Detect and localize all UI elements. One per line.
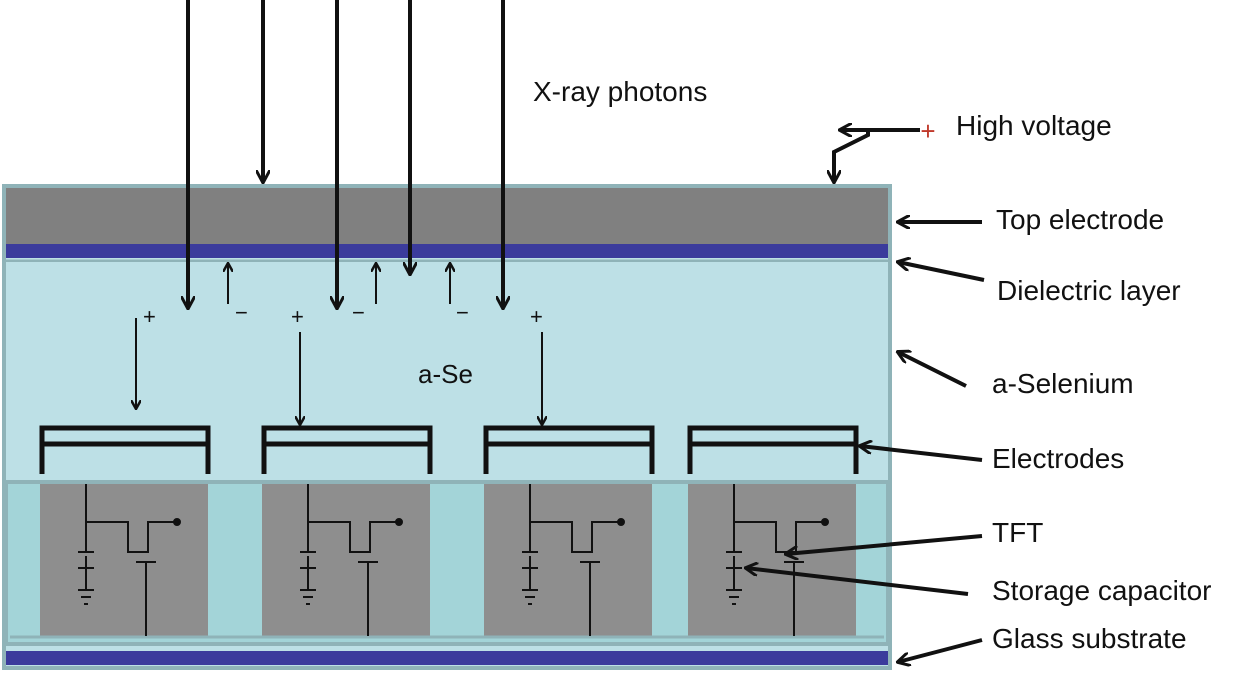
- pointer-dielectric: [898, 262, 985, 282]
- pointer-tft: [786, 534, 983, 554]
- a-se-label: a-Se: [418, 359, 473, 389]
- electron-arrows: [228, 264, 450, 304]
- top-electrode-label: Top electrode: [996, 204, 1165, 235]
- pointer-glass-substrate: [898, 638, 983, 662]
- glass-substrate-label: Glass substrate: [992, 623, 1187, 654]
- pixel-block-3: [484, 484, 652, 636]
- circuit-3: [522, 484, 625, 636]
- hv-plus-sign: +: [920, 116, 935, 146]
- pointer-electrodes: [860, 446, 983, 462]
- electrode-1: [39, 425, 211, 474]
- hole-arrows: [136, 318, 542, 424]
- pixel-electrodes: [39, 425, 859, 474]
- electrode-4: [687, 425, 859, 474]
- plus-sign-1: +: [143, 304, 156, 329]
- top-electrode-layer: [6, 188, 888, 244]
- minus-sign-2: −: [352, 300, 365, 325]
- minus-sign-3: −: [456, 300, 469, 325]
- tft-label: TFT: [992, 517, 1044, 548]
- pixel-blocks: [40, 484, 856, 636]
- electrodes-label: Electrodes: [992, 443, 1125, 474]
- electrode-2: [261, 425, 433, 474]
- circuit-1: [78, 484, 181, 636]
- pixel-block-4: [688, 484, 856, 636]
- pointer-selenium: [898, 352, 967, 388]
- plus-sign-2: +: [291, 304, 304, 329]
- circuit-2: [300, 484, 403, 636]
- glass-substrate-layer: [6, 651, 888, 665]
- high-voltage-connector: [834, 130, 920, 182]
- storage-capacitor-label: Storage capacitor: [992, 575, 1212, 606]
- selenium-layer: [6, 262, 888, 476]
- plus-sign-3: +: [530, 304, 543, 329]
- minus-sign-1: −: [235, 300, 248, 325]
- dielectric-layer: [6, 244, 888, 258]
- a-selenium-label: a-Selenium: [992, 368, 1134, 399]
- label-pointer-arrows: [746, 222, 985, 662]
- high-voltage-label: High voltage: [956, 110, 1112, 141]
- pointer-storage-capacitor: [746, 568, 969, 596]
- xray-photon-arrows: [188, 0, 503, 308]
- dielectric-layer-label: Dielectric layer: [997, 275, 1181, 306]
- pixel-block-2: [262, 484, 430, 636]
- pixel-block-1: [40, 484, 208, 636]
- electrode-3: [483, 425, 655, 474]
- xray-photons-label: X-ray photons: [533, 76, 708, 107]
